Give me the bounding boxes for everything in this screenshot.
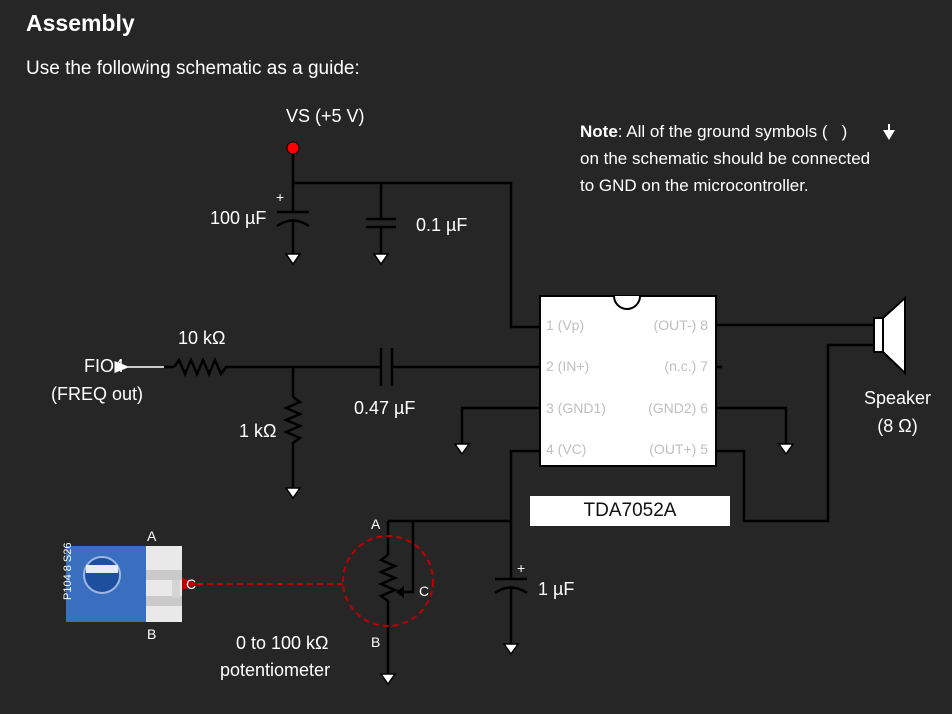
pin-8: (OUT-) 8 [653, 317, 708, 333]
plus-sign: + [276, 189, 285, 205]
pin-1: 1 (Vp) [546, 317, 585, 333]
pin-5: (OUT+) 5 [649, 441, 708, 457]
r10k-label: 10 kΩ [178, 328, 226, 348]
note-box: Note: All of the ground symbols () on th… [580, 118, 940, 199]
chip-label: TDA7052A [530, 496, 730, 526]
fio4-label: FIO4 [84, 356, 125, 376]
note-line-3: to GND on the microcontroller. [580, 176, 809, 195]
ground-icon [379, 666, 397, 686]
ground-icon [453, 436, 471, 456]
ground-icon [284, 480, 302, 500]
speaker-label: Speaker [863, 388, 932, 408]
note-label: Note [580, 122, 618, 141]
ground-icon [777, 436, 795, 456]
cap-047uf-label: 0.47 µF [354, 398, 416, 418]
page-subtitle: Use the following schematic as a guide: [26, 58, 360, 79]
potentiometer-highlight [342, 535, 434, 627]
pin-3: 3 (GND1) [546, 400, 606, 416]
ground-icon [284, 246, 302, 266]
note-text-b: ) [841, 122, 848, 141]
cap-1uf-label: 1 µF [538, 579, 575, 599]
resistor-10k [172, 356, 236, 378]
vs-label: VS (+5 V) [286, 106, 365, 126]
speaker-icon [873, 295, 906, 376]
pot-pin-a: A [371, 516, 381, 532]
photo-pin-a: A [147, 528, 157, 544]
pin-2: 2 (IN+) [546, 358, 590, 374]
cap-0-1uf-label: 0.1 µF [416, 215, 468, 235]
note-line-2: on the schematic should be connected [580, 149, 871, 168]
ground-icon [883, 124, 895, 140]
speaker-ohm-label: (8 Ω) [877, 416, 918, 436]
pot-pin-c: C [419, 583, 430, 599]
photo-pin-b: B [147, 626, 157, 642]
pin-6: (GND2) 6 [648, 400, 708, 416]
pin-4: 4 (VC) [546, 441, 587, 457]
trimmer-print: P104 8 S26 [62, 542, 74, 601]
note-text-a: : All of the ground symbols ( [617, 122, 828, 141]
vs-node [286, 141, 300, 183]
vc-network [178, 449, 540, 686]
trimmer-photo [66, 546, 182, 622]
ground-icon [372, 246, 390, 266]
freq-out-label: (FREQ out) [51, 384, 144, 404]
pot-pin-b: B [371, 634, 381, 650]
cap-100uf-label: 100 µF [210, 208, 267, 228]
resistor-1k [282, 395, 304, 482]
cap-0-1uf [366, 183, 396, 266]
ground-icon [502, 636, 520, 656]
page-title: Assembly [26, 10, 135, 36]
photo-pin-c: C [186, 576, 197, 592]
tda7052a-chip [539, 295, 722, 467]
plus-sign: + [517, 560, 526, 576]
cap-100uf [276, 183, 310, 266]
pot-name-label: potentiometer [220, 660, 331, 680]
pin-7: (n.c.) 7 [664, 358, 708, 374]
input-network [114, 348, 540, 500]
vp-wire [293, 181, 540, 329]
r1k-label: 1 kΩ [239, 421, 277, 441]
pot-value-label: 0 to 100 kΩ [236, 633, 329, 653]
potentiometer-resistor [377, 553, 399, 668]
